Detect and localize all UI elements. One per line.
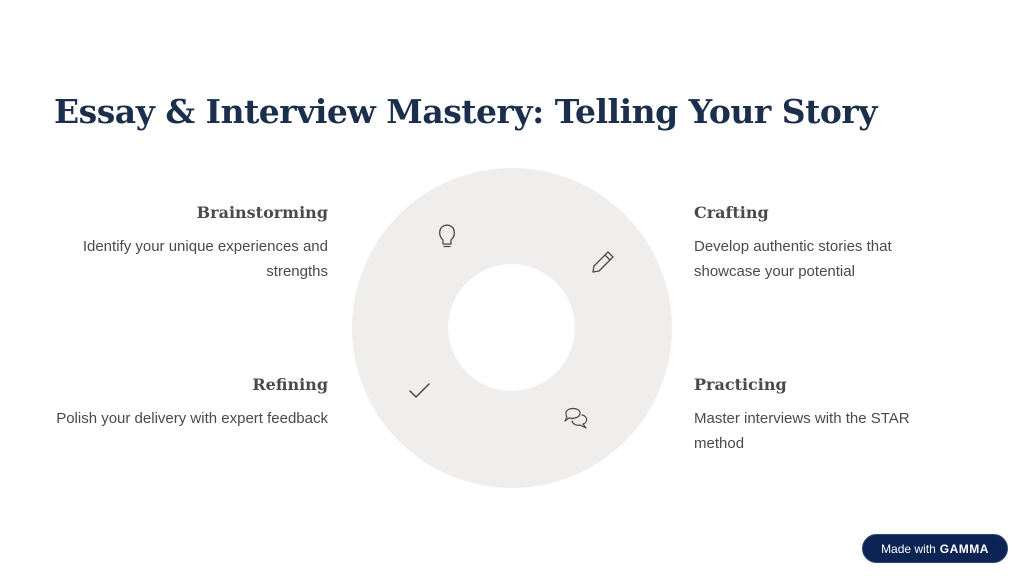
page-title: Essay & Interview Mastery: Telling Your … [54,92,877,131]
step-description: Develop authentic stories that showcase … [694,238,892,280]
chat-bubbles-icon [564,407,588,429]
ring-segment-brainstorming [352,168,540,327]
step-description: Polish your delivery with expert feedbac… [56,410,328,427]
step-description: Identify your unique experiences and str… [82,238,328,280]
ring-segment-refining [351,297,512,488]
lightbulb-icon [439,224,455,248]
step-title: Brainstorming [196,203,328,222]
step-brainstorming: Brainstorming Identify your unique exper… [28,203,328,284]
pencil-icon [592,251,614,273]
gamma-logo: GAMMA [939,541,989,556]
badge-prefix: Made with [881,541,936,556]
step-refining: Refining Polish your delivery with exper… [28,375,328,432]
ring-segment-practicing [482,328,672,488]
step-title: Crafting [694,203,769,222]
step-title: Refining [252,375,328,394]
step-practicing: Practicing Master interviews with the ST… [694,375,934,456]
checkmark-icon [409,383,430,398]
step-crafting: Crafting Develop authentic stories that … [694,203,924,284]
made-with-gamma-badge[interactable]: Made with GAMMA [862,534,1008,563]
ring-segment-crafting [511,168,672,356]
step-description: Master interviews with the STAR method [694,410,910,452]
step-title: Practicing [694,375,787,394]
